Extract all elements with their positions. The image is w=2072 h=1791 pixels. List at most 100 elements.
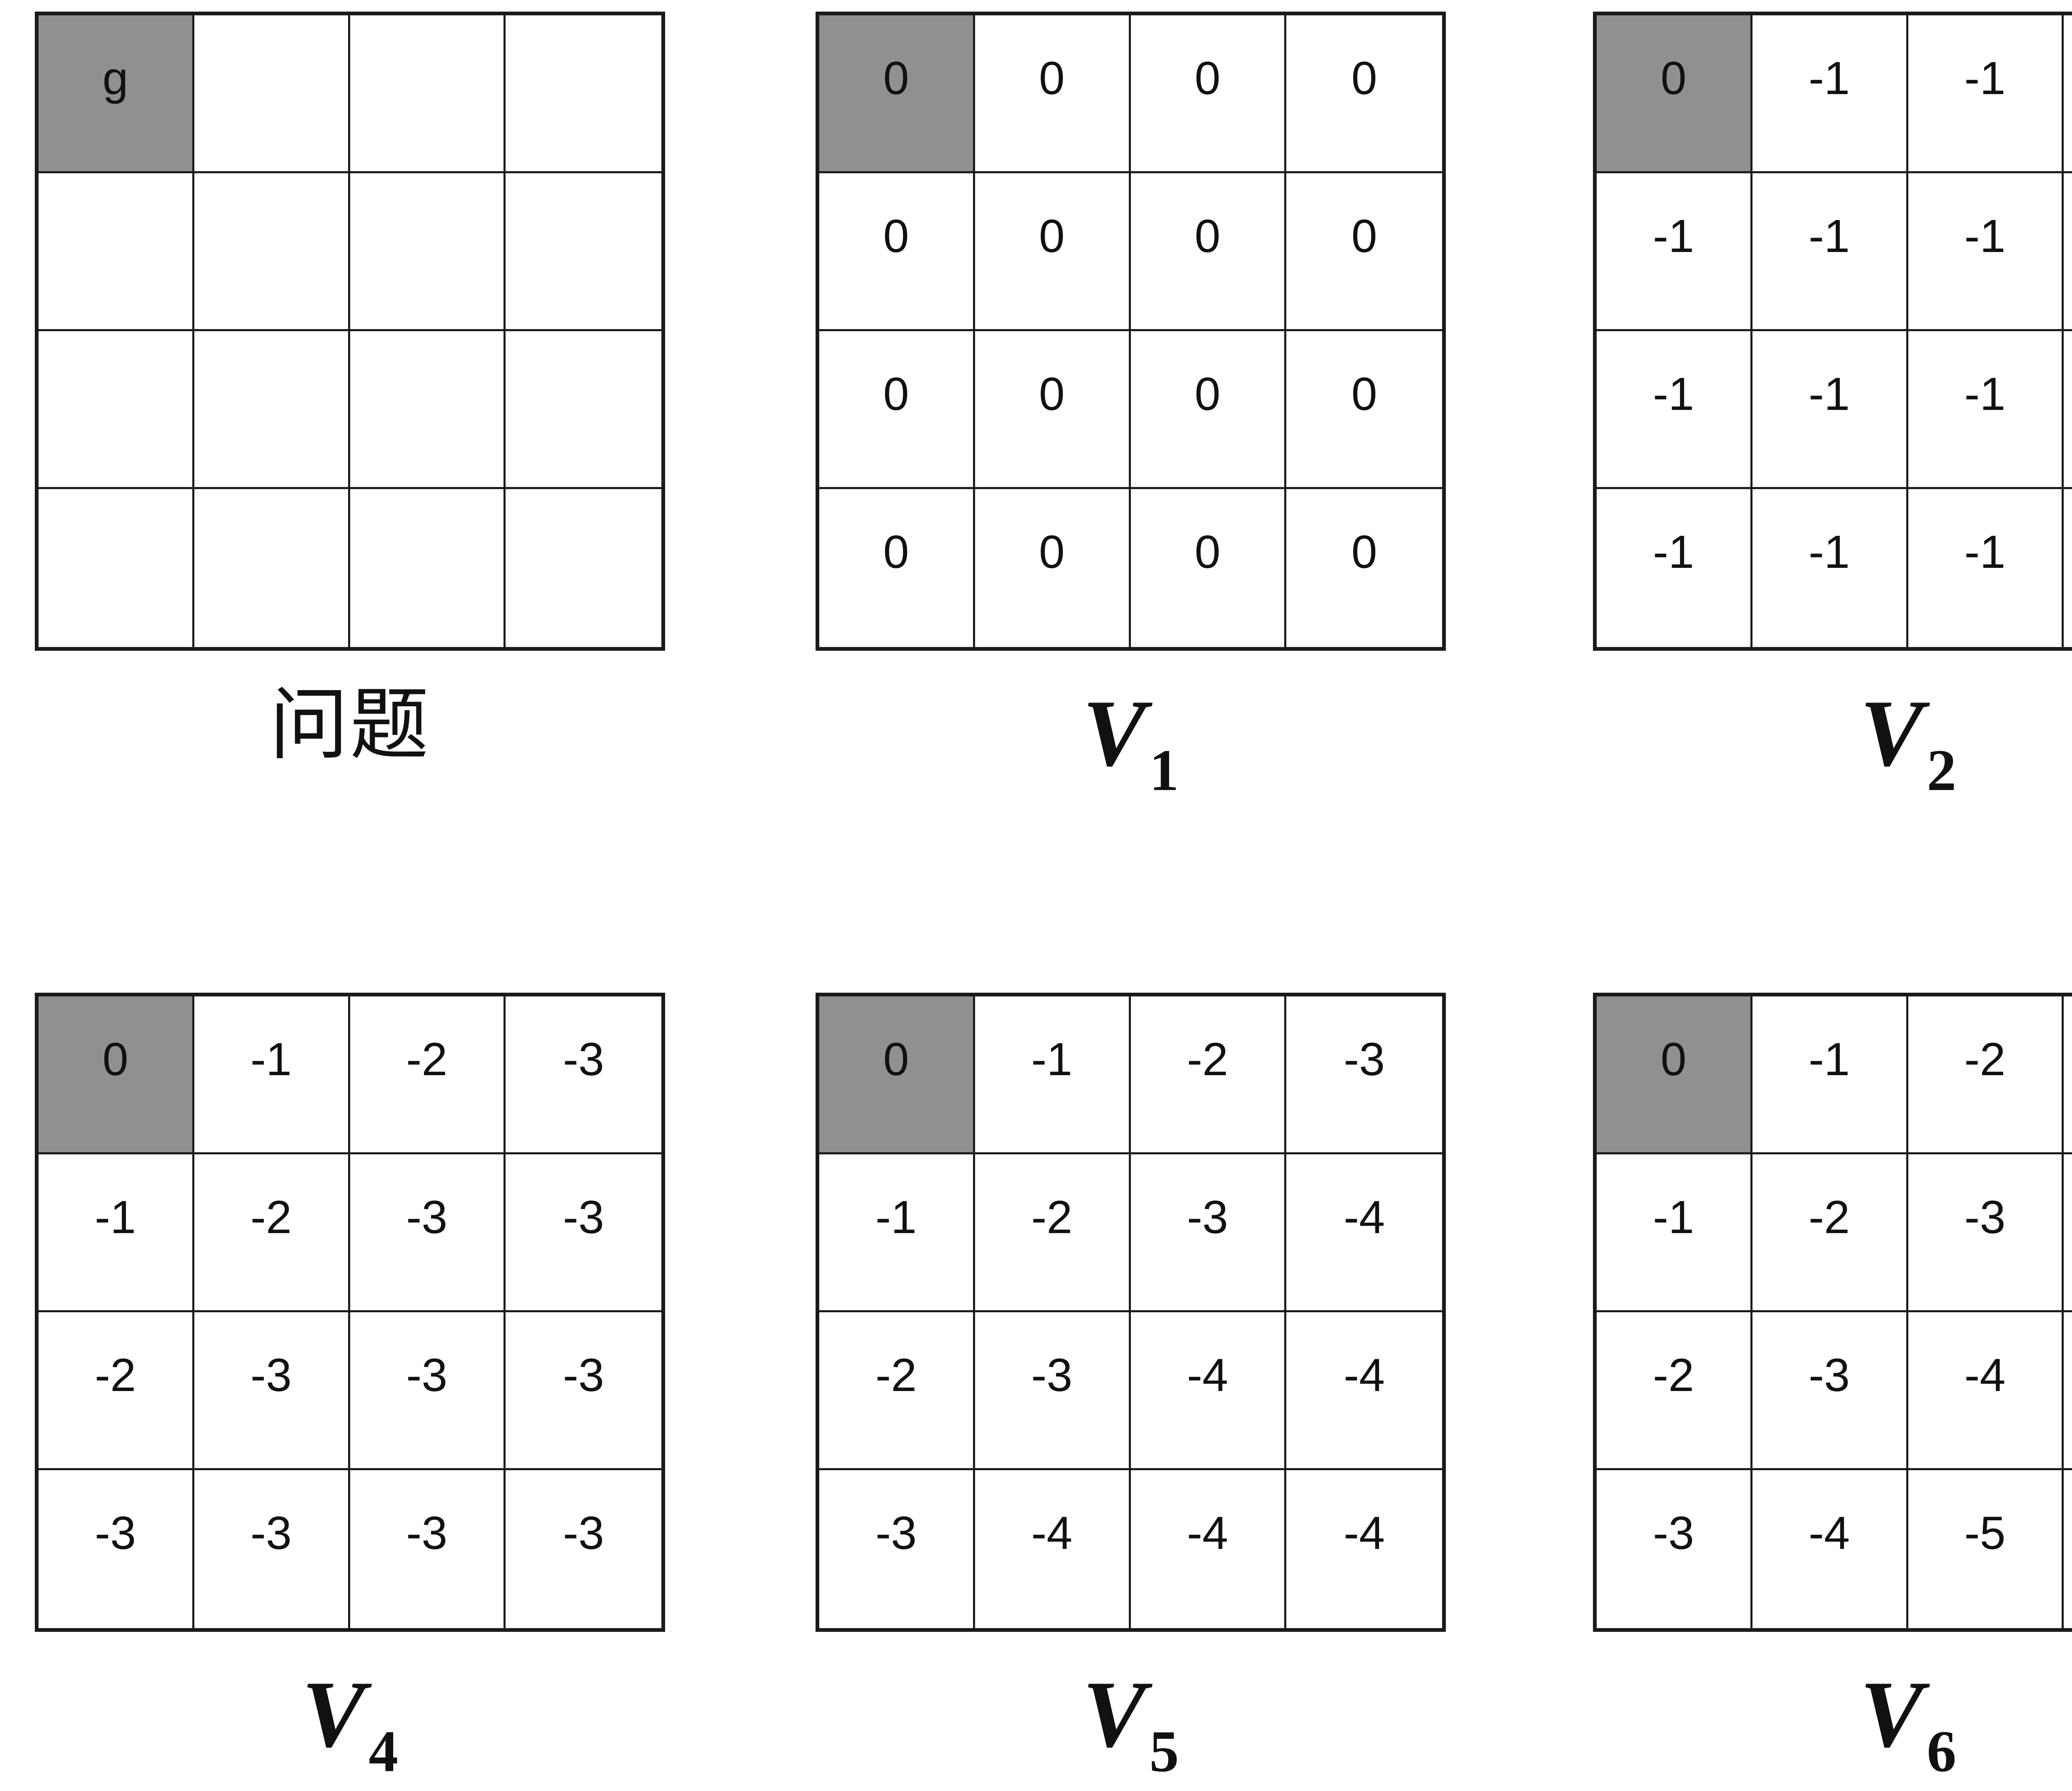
grid-cell-v2-r2c1: -1 bbox=[1752, 331, 1908, 489]
grid-cell-v5-r2c3: -4 bbox=[1286, 1312, 1442, 1470]
grid-cell-v6-r0c1: -1 bbox=[1752, 996, 1908, 1154]
grid-cell-v5-r3c0: -3 bbox=[819, 1470, 975, 1628]
grid-cell-v1-r2c2: 0 bbox=[1130, 331, 1287, 489]
grid-cell-v2-r2c3: -1 bbox=[2064, 331, 2072, 489]
grid-cell-v1-r3c0: 0 bbox=[819, 489, 975, 647]
grid-cell-v2-r3c0: -1 bbox=[1597, 489, 1752, 647]
caption-subscript-v1: 1 bbox=[1149, 737, 1179, 803]
grid-cell-problem-r1c0 bbox=[39, 173, 194, 331]
goal-cell-v1: 0 bbox=[819, 15, 975, 173]
grid-cell-v2-r0c1: -1 bbox=[1752, 15, 1908, 173]
value-grid-problem: g bbox=[35, 12, 665, 651]
grid-cell-problem-r1c2 bbox=[350, 173, 506, 331]
grid-cell-v2-r1c2: -1 bbox=[1908, 173, 2064, 331]
goal-cell-problem: g bbox=[39, 15, 194, 173]
grid-cell-v2-r0c2: -1 bbox=[1908, 15, 2064, 173]
goal-cell-v2: 0 bbox=[1597, 15, 1752, 173]
grid-cell-v6-r0c3: -3 bbox=[2064, 996, 2072, 1154]
grid-cell-v4-r2c1: -3 bbox=[194, 1312, 350, 1470]
panel-v2: 0-1-1-1-1-1-1-1-1-1-1-1-1-1-1-1V2 bbox=[1593, 12, 2072, 810]
grid-cell-problem-r2c0 bbox=[39, 331, 194, 489]
grid-cell-v2-r2c2: -1 bbox=[1908, 331, 2064, 489]
grid-cell-v6-r2c1: -3 bbox=[1752, 1312, 1908, 1470]
caption-text-problem: 问题 bbox=[269, 679, 431, 771]
grid-cell-v5-r0c1: -1 bbox=[975, 996, 1131, 1154]
grid-cell-v4-r2c2: -3 bbox=[350, 1312, 506, 1470]
grid-cell-v1-r1c0: 0 bbox=[819, 173, 975, 331]
caption-subscript-v4: 4 bbox=[368, 1718, 398, 1784]
value-grid-v2: 0-1-1-1-1-1-1-1-1-1-1-1-1-1-1-1 bbox=[1593, 12, 2072, 651]
caption-symbol-v2: V bbox=[1860, 680, 1924, 786]
grid-cell-problem-r3c1 bbox=[194, 489, 350, 647]
value-grid-v6: 0-1-2-3-1-2-3-4-2-3-4-5-3-4-5-5 bbox=[1593, 993, 2072, 1632]
grid-cell-v5-r2c0: -2 bbox=[819, 1312, 975, 1470]
grid-cell-v6-r1c3: -4 bbox=[2064, 1154, 2072, 1312]
grid-cell-v5-r3c3: -4 bbox=[1286, 1470, 1442, 1628]
grid-cell-v4-r3c2: -3 bbox=[350, 1470, 506, 1628]
grid-cell-problem-r0c2 bbox=[350, 15, 506, 173]
grid-cell-v1-r3c1: 0 bbox=[975, 489, 1131, 647]
grid-cell-v4-r1c2: -3 bbox=[350, 1154, 506, 1312]
caption-symbol-v4: V bbox=[302, 1661, 366, 1767]
grid-cell-v2-r2c0: -1 bbox=[1597, 331, 1752, 489]
grid-cell-v1-r0c2: 0 bbox=[1130, 15, 1287, 173]
grid-cell-v6-r0c2: -2 bbox=[1908, 996, 2064, 1154]
grid-cell-v2-r1c3: -1 bbox=[2064, 173, 2072, 331]
grid-cell-v2-r1c0: -1 bbox=[1597, 173, 1752, 331]
caption-subscript-v5: 5 bbox=[1149, 1718, 1179, 1784]
caption-symbol-v5: V bbox=[1082, 1661, 1146, 1767]
grid-cell-problem-r2c2 bbox=[350, 331, 506, 489]
grid-cell-v5-r1c1: -2 bbox=[975, 1154, 1131, 1312]
goal-cell-v4: 0 bbox=[39, 996, 194, 1154]
grid-cell-v2-r3c3: -1 bbox=[2064, 489, 2072, 647]
grid-cell-v6-r2c2: -4 bbox=[1908, 1312, 2064, 1470]
grid-cell-v1-r1c2: 0 bbox=[1130, 173, 1287, 331]
grid-cell-v4-r1c3: -3 bbox=[506, 1154, 661, 1312]
panel-v6: 0-1-2-3-1-2-3-4-2-3-4-5-3-4-5-5V6 bbox=[1593, 993, 2072, 1791]
panel-problem: g 问题 bbox=[35, 12, 665, 810]
grid-cell-v1-r0c1: 0 bbox=[975, 15, 1131, 173]
grid-cell-v1-r2c0: 0 bbox=[819, 331, 975, 489]
grid-cell-v5-r1c3: -4 bbox=[1286, 1154, 1442, 1312]
grid-cell-v2-r0c3: -1 bbox=[2064, 15, 2072, 173]
grid-cell-problem-r2c1 bbox=[194, 331, 350, 489]
grid-cell-problem-r3c2 bbox=[350, 489, 506, 647]
grid-cell-v5-r0c3: -3 bbox=[1286, 996, 1442, 1154]
grid-cell-v6-r1c2: -3 bbox=[1908, 1154, 2064, 1312]
grid-cell-v1-r1c1: 0 bbox=[975, 173, 1131, 331]
caption-subscript-v2: 2 bbox=[1927, 737, 1956, 803]
grid-cell-v5-r2c1: -3 bbox=[975, 1312, 1131, 1470]
grid-cell-v4-r0c3: -3 bbox=[506, 996, 661, 1154]
grid-cell-problem-r0c1 bbox=[194, 15, 350, 173]
grid-cell-v5-r1c0: -1 bbox=[819, 1154, 975, 1312]
grid-cell-v1-r2c1: 0 bbox=[975, 331, 1131, 489]
grid-cell-problem-r2c3 bbox=[506, 331, 661, 489]
panel-caption-problem: 问题 bbox=[35, 686, 665, 810]
value-grid-v4: 0-1-2-3-1-2-3-3-2-3-3-3-3-3-3-3 bbox=[35, 993, 665, 1632]
grid-cell-v6-r3c3: -5 bbox=[2064, 1470, 2072, 1628]
grid-cell-v1-r0c3: 0 bbox=[1286, 15, 1442, 173]
grid-cell-v1-r3c2: 0 bbox=[1130, 489, 1287, 647]
grid-cell-v5-r2c2: -4 bbox=[1130, 1312, 1287, 1470]
grid-cell-v6-r3c1: -4 bbox=[1752, 1470, 1908, 1628]
grid-cell-v5-r3c2: -4 bbox=[1130, 1470, 1287, 1628]
grid-cell-v4-r2c0: -2 bbox=[39, 1312, 194, 1470]
grid-cell-v6-r2c0: -2 bbox=[1597, 1312, 1752, 1470]
grid-cell-v6-r3c0: -3 bbox=[1597, 1470, 1752, 1628]
grid-cell-problem-r1c1 bbox=[194, 173, 350, 331]
grid-cell-v1-r2c3: 0 bbox=[1286, 331, 1442, 489]
grid-cell-v4-r0c2: -2 bbox=[350, 996, 506, 1154]
grid-cell-v1-r3c3: 0 bbox=[1286, 489, 1442, 647]
